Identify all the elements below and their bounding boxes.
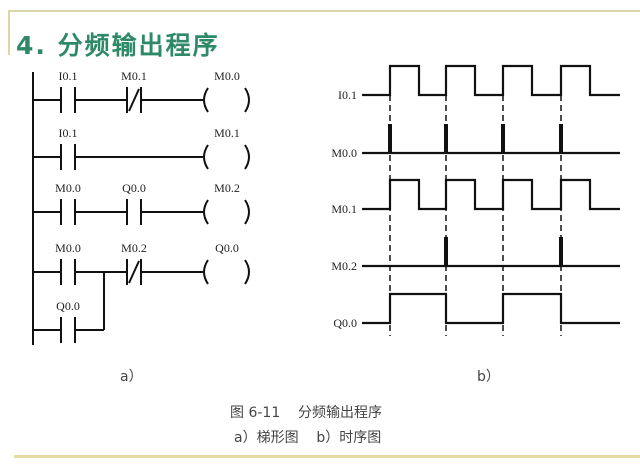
coil-right bbox=[244, 144, 250, 170]
contact-label: M0.0 bbox=[55, 241, 81, 255]
coil-right bbox=[244, 259, 250, 285]
coil-left bbox=[203, 144, 209, 170]
figure-caption-line2: a）梯形图 b）时序图 bbox=[234, 430, 382, 446]
coil-left bbox=[203, 259, 209, 285]
contact-label: M0.0 bbox=[55, 181, 81, 195]
waveform-M0.1 bbox=[362, 178, 620, 211]
waveform-I0.1 bbox=[362, 64, 620, 97]
signal-label: M0.1 bbox=[331, 202, 357, 216]
coil-right bbox=[244, 199, 250, 225]
coil-left bbox=[203, 87, 209, 113]
contact-label: M0.1 bbox=[121, 69, 147, 83]
nc-slash bbox=[128, 88, 140, 112]
coil-left bbox=[203, 199, 209, 225]
signal-label: M0.0 bbox=[331, 146, 357, 160]
contact-label: I0.1 bbox=[59, 126, 78, 140]
signal-label: I0.1 bbox=[338, 88, 357, 102]
contact-label: M0.2 bbox=[121, 241, 147, 255]
contact-label: Q0.0 bbox=[122, 181, 146, 195]
timing-diagram: I0.1M0.0M0.1M0.2Q0.0 bbox=[331, 64, 620, 336]
coil-label: M0.1 bbox=[214, 126, 240, 140]
coil-right bbox=[244, 87, 250, 113]
coil-label: Q0.0 bbox=[215, 241, 239, 255]
signal-label: M0.2 bbox=[331, 259, 357, 273]
waveform-Q0.0 bbox=[362, 292, 620, 325]
timing-sublabel: b） bbox=[477, 369, 500, 385]
ladder-sublabel: a） bbox=[120, 369, 143, 385]
frame-top-line bbox=[8, 10, 640, 12]
coil-label: M0.2 bbox=[214, 181, 240, 195]
figure-caption-line1: 图 6-11 分频输出程序 bbox=[230, 405, 383, 421]
frame-bottom-line bbox=[14, 455, 640, 458]
contact-label: I0.1 bbox=[59, 69, 78, 83]
slide-title: 4. 分频输出程序 bbox=[16, 31, 220, 60]
coil-label: M0.0 bbox=[214, 69, 240, 83]
signal-label: Q0.0 bbox=[333, 316, 357, 330]
contact-label: Q0.0 bbox=[56, 299, 80, 313]
nc-slash bbox=[128, 260, 140, 284]
frame-left-line bbox=[8, 10, 10, 55]
